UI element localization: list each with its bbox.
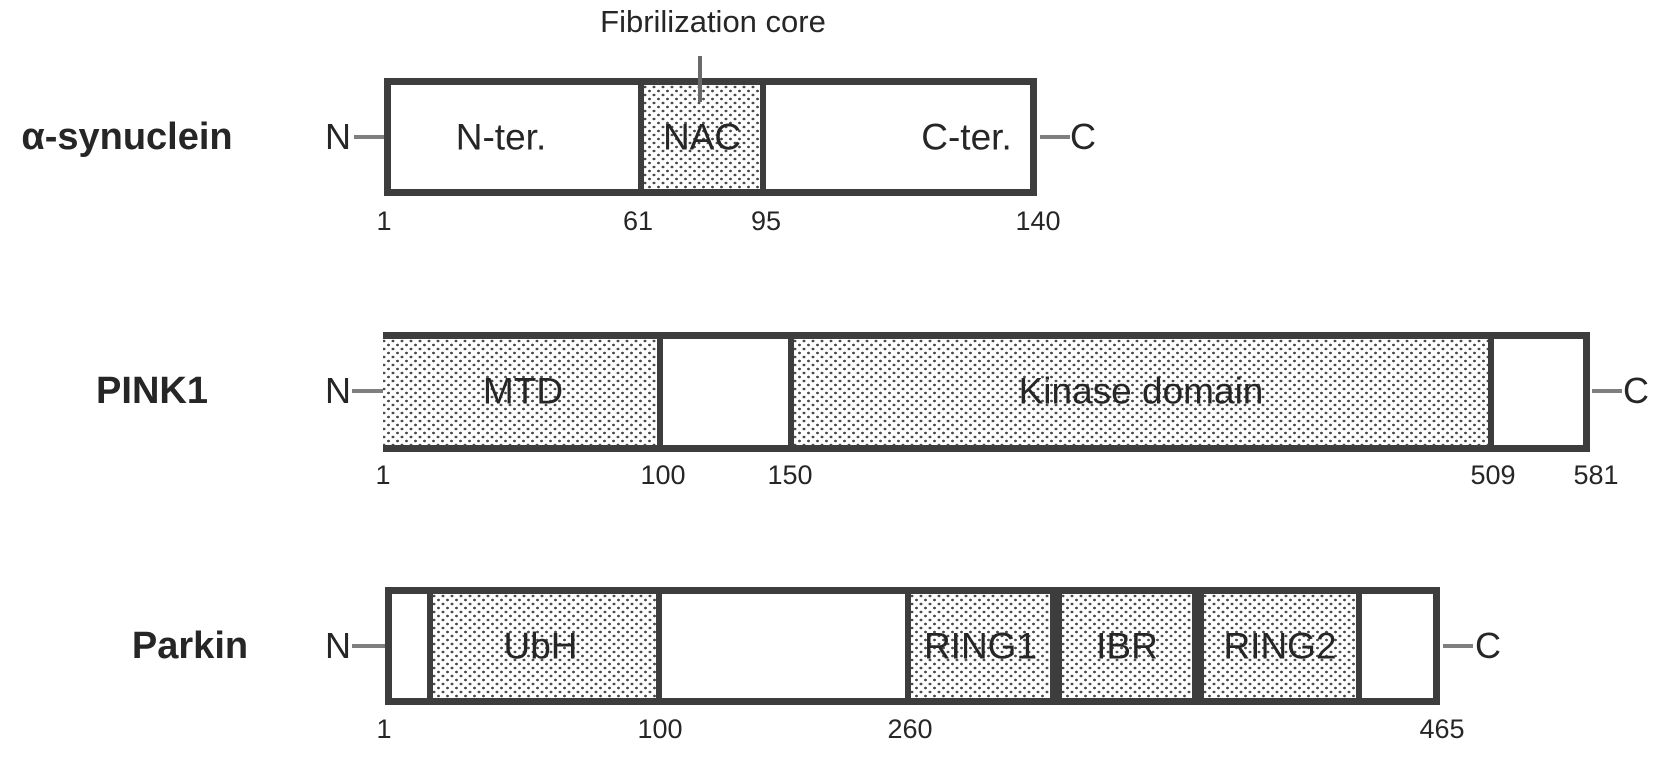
c-connector-line [1443,644,1473,648]
domain-label: IBR [1096,625,1158,667]
domain-label: C-ter. [921,116,1012,158]
domain-label: UbH [503,625,578,667]
residue-tick-label: 1 [376,206,392,236]
residue-tick-label: 150 [767,460,813,490]
annotation-label: Fibrilization core [600,4,826,39]
c-connector-line [1592,389,1622,393]
linker-segment [1362,594,1440,698]
protein-box [383,332,1590,452]
protein-name: α-synuclein [21,116,233,158]
n-terminus-label: N [325,625,351,666]
n-connector-line [352,389,383,393]
domain-label: MTD [482,370,564,412]
residue-tick-label: 100 [640,460,686,490]
domain-segment [383,339,663,445]
n-terminus-label: N [325,116,351,157]
linker-segment [1494,339,1590,445]
residue-tick-label: 100 [637,714,683,744]
domain-segment [905,594,1056,698]
residue-tick-label: 140 [1015,206,1061,236]
n-connector-line [352,644,385,648]
protein-name: Parkin [131,625,249,667]
linker-segment [385,594,427,698]
c-terminus-label: C [1070,116,1096,157]
domain-label: NAC [662,116,742,158]
annotation-tick-line [698,56,702,102]
c-terminus-label: C [1623,370,1649,411]
domain-label: RING1 [923,625,1038,667]
residue-tick-label: 61 [622,206,654,236]
residue-tick-label: 260 [887,714,933,744]
residue-tick-label: 1 [375,460,391,490]
c-connector-line [1040,135,1070,139]
residue-tick-label: 465 [1419,714,1465,744]
domain-segment [427,594,662,698]
n-terminus-label: N [325,370,351,411]
c-terminus-label: C [1475,625,1501,666]
domain-label: Kinase domain [1018,370,1264,412]
residue-tick-label: 95 [750,206,782,236]
domain-segment [1198,594,1362,698]
domain-segment [638,85,766,189]
protein-box [384,78,1037,196]
protein-name: PINK1 [96,370,208,412]
domain-segment [1056,594,1198,698]
domain-segment [788,339,1494,445]
residue-tick-label: 509 [1470,460,1516,490]
linker-segment [663,339,788,445]
residue-tick-label: 1 [376,714,392,744]
domain-label: RING2 [1223,625,1337,667]
domain-label: N-ter. [455,116,547,158]
protein-box [385,587,1440,705]
n-connector-line [354,135,384,139]
residue-tick-label: 581 [1573,460,1619,490]
linker-segment [662,594,905,698]
